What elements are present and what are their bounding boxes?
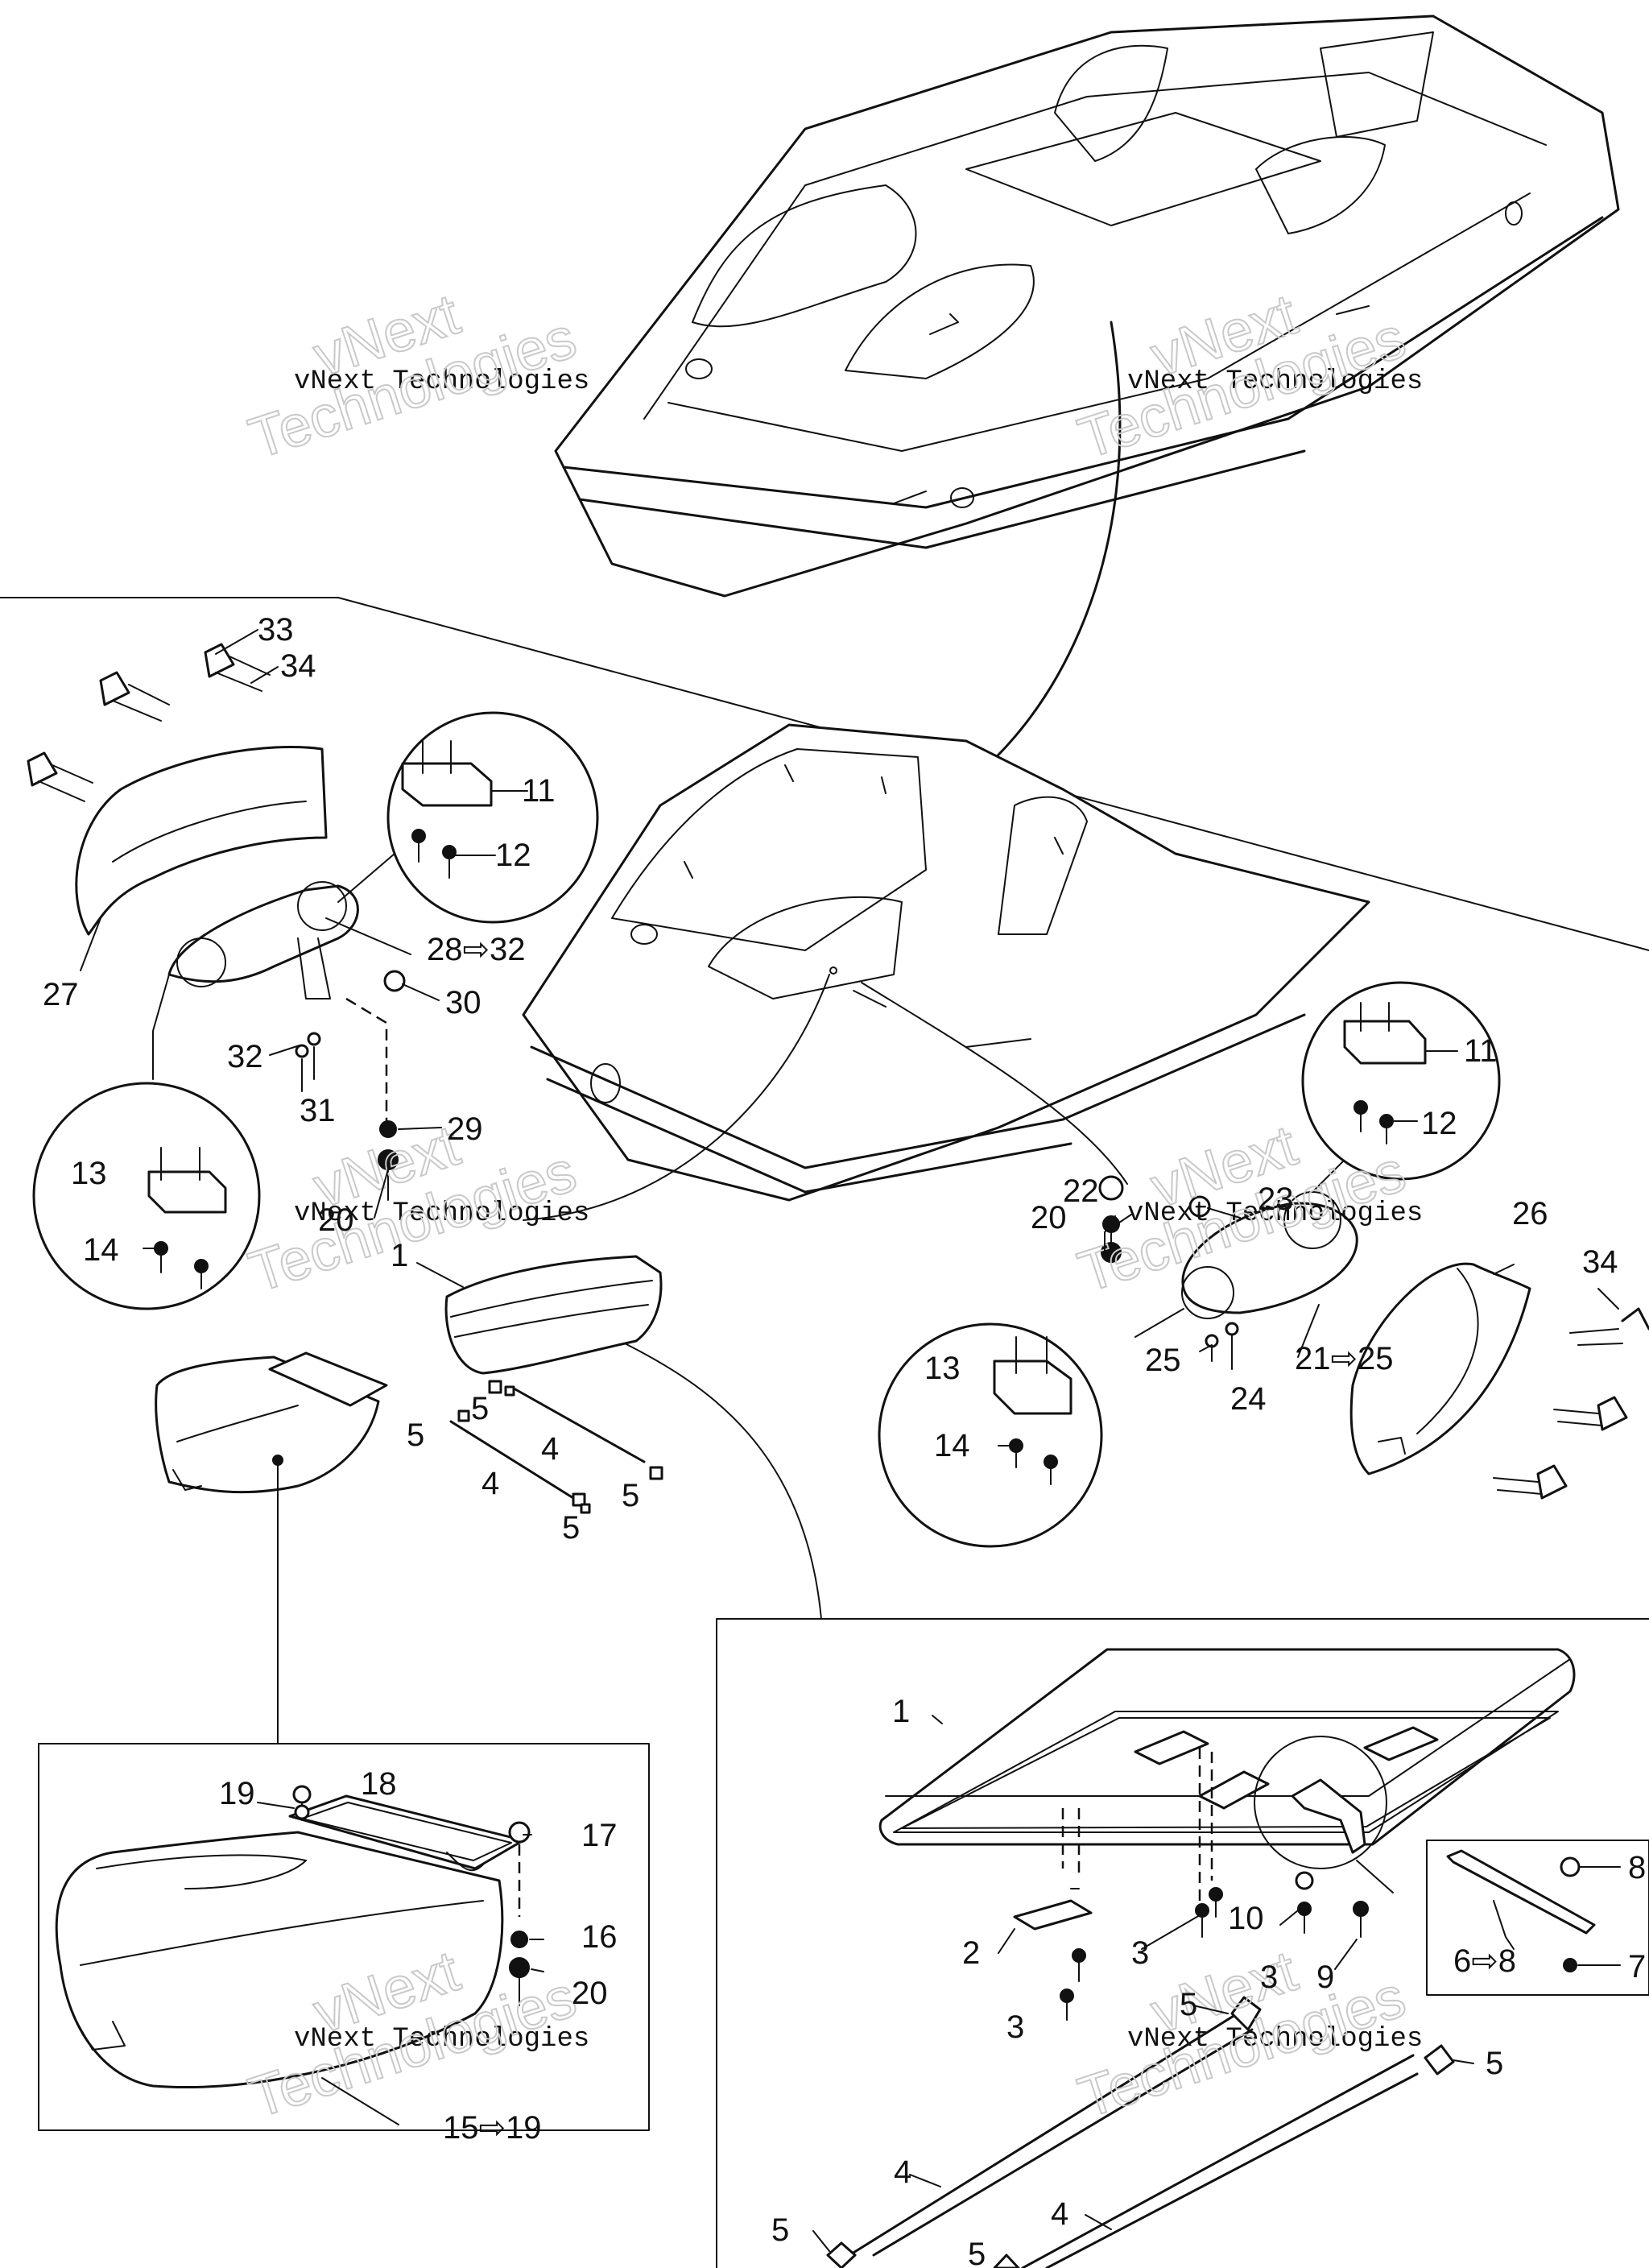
boat-top-view <box>554 14 1620 807</box>
callout-5: 5 <box>407 1418 424 1453</box>
callout-14: 14 <box>83 1232 119 1268</box>
callout-18: 18 <box>361 1766 397 1802</box>
callout-28-32: 28⇨32 <box>427 932 526 967</box>
leader-boat-to-right-seat <box>861 982 1128 1185</box>
callout-5: 5 <box>562 1510 580 1546</box>
detail-circle-bracket-11-12-left <box>386 711 599 924</box>
callout-24: 24 <box>1230 1381 1267 1417</box>
seat-base-left <box>155 1351 388 1744</box>
mounting-clip <box>1493 1464 1568 1500</box>
mounting-clip <box>99 671 170 722</box>
callout-26: 26 <box>1512 1196 1548 1231</box>
callout-23: 23 <box>1258 1182 1294 1217</box>
callout-12: 12 <box>495 838 531 873</box>
callout-3: 3 <box>1006 2009 1024 2045</box>
callout-14: 14 <box>934 1428 970 1463</box>
right-armrest-group <box>1098 1151 1358 1362</box>
callout-11: 11 <box>1464 1033 1498 1069</box>
callout-12: 12 <box>1421 1106 1457 1141</box>
mounting-clip <box>27 751 93 802</box>
leader-cushion-to-box <box>619 1340 822 1620</box>
callout-3: 3 <box>1131 1935 1149 1971</box>
mounting-clip <box>1553 1396 1628 1431</box>
seat-cushion-1 <box>444 1255 663 1375</box>
callout-8: 8 <box>1628 1850 1646 1885</box>
watermark: vNext Technologies vNext Technologies <box>1070 1938 1423 2131</box>
watermark-text: vNext Technologies <box>294 366 589 397</box>
callout-15-19: 15⇨19 <box>443 2110 542 2146</box>
callout-5: 5 <box>1486 2046 1503 2081</box>
section-divider-line <box>0 597 1649 951</box>
callout-30: 30 <box>445 985 481 1020</box>
backrest-27 <box>75 745 328 936</box>
callout-25: 25 <box>1145 1343 1181 1378</box>
callout-32: 32 <box>227 1039 263 1074</box>
watermark-text: vNext Technologies <box>294 2024 589 2055</box>
leader-seat-to-boat <box>523 974 830 1221</box>
callout-10: 10 <box>1228 1901 1264 1936</box>
callout-leaders <box>80 629 1621 2252</box>
callout-20: 20 <box>1031 1200 1067 1235</box>
storage-lid-detail-box <box>716 1618 1649 2268</box>
watermark-text: vNext Technologies <box>1127 366 1423 397</box>
callout-34: 34 <box>280 648 316 684</box>
callout-19: 19 <box>219 1776 255 1811</box>
callout-27: 27 <box>43 977 79 1012</box>
callout-5: 5 <box>622 1478 639 1513</box>
callout-21-25: 21⇨25 <box>1295 1341 1394 1376</box>
mounting-clip <box>1569 1307 1649 1346</box>
callout-1: 1 <box>892 1694 910 1729</box>
left-seat-backrest-group <box>27 643 406 1201</box>
callout-34: 34 <box>1582 1244 1618 1280</box>
callout-11: 11 <box>522 773 556 809</box>
callout-4: 4 <box>541 1431 559 1467</box>
callout-labels: 33 34 11 12 27 28⇨32 30 32 31 29 13 14 2… <box>43 612 1646 2268</box>
callout-16: 16 <box>581 1919 618 1955</box>
callout-13: 13 <box>924 1351 961 1386</box>
detail-circle-bracket-13-14-right <box>878 1322 1103 1548</box>
callout-17: 17 <box>581 1818 618 1853</box>
watermark-text: vNext Technologies <box>1127 2024 1423 2055</box>
mounting-clip <box>204 643 271 692</box>
callout-4: 4 <box>894 2154 911 2190</box>
watermark-text: vNext Technologies <box>294 1198 589 1229</box>
callout-31: 31 <box>300 1093 336 1128</box>
boat-interior-view <box>522 723 1370 1202</box>
callout-3: 3 <box>1260 1960 1278 1995</box>
callout-33: 33 <box>258 612 294 648</box>
callout-5: 5 <box>1180 1987 1197 2022</box>
callout-5: 5 <box>968 2237 986 2268</box>
detail-circle-bracket-13-14-left <box>32 1082 261 1310</box>
callout-22: 22 <box>1063 1173 1099 1209</box>
rods-and-caps-middle <box>449 1380 663 1514</box>
callout-4: 4 <box>1051 2196 1068 2232</box>
watermark-text: vNext Technologies <box>1127 1198 1423 1229</box>
detail-circle-bracket-11-12-right <box>1301 981 1501 1181</box>
callout-6-8: 6⇨8 <box>1453 1943 1516 1979</box>
callout-2: 2 <box>962 1935 980 1971</box>
watermark: vNext Technologies vNext Technologies <box>241 281 589 472</box>
callout-20: 20 <box>572 1976 608 2011</box>
callout-5: 5 <box>771 2212 789 2248</box>
callout-13: 13 <box>71 1156 107 1191</box>
callout-29: 29 <box>447 1111 483 1147</box>
callout-5: 5 <box>471 1391 489 1426</box>
backrest-26 <box>1349 1262 1531 1475</box>
callout-7: 7 <box>1628 1949 1646 1984</box>
callout-20: 20 <box>318 1202 354 1238</box>
callout-1: 1 <box>391 1238 408 1273</box>
callout-9: 9 <box>1316 1960 1334 1995</box>
seat-base-detail-box <box>38 1743 650 2131</box>
callout-4: 4 <box>481 1466 499 1501</box>
armrest-28 <box>167 884 359 983</box>
